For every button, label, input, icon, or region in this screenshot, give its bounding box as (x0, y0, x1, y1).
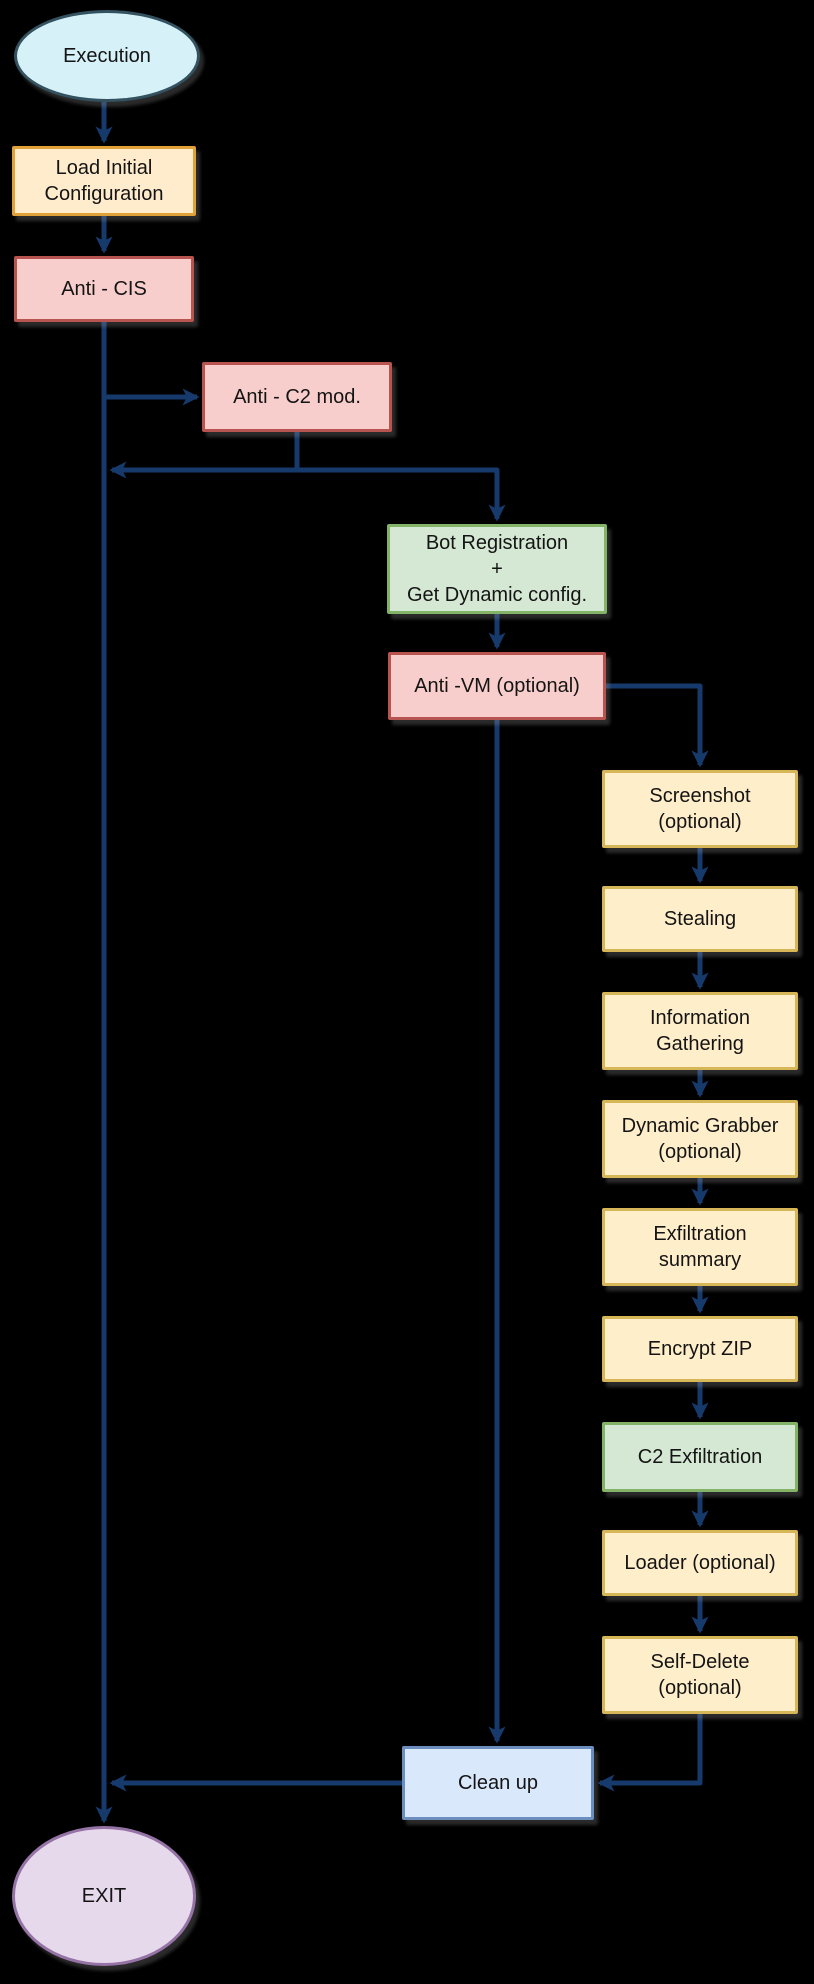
node-exit-label: EXIT (81, 1885, 127, 1907)
node-load-initial-configuration-label: Load Initial Configuration (44, 157, 164, 205)
node-dynamic-grabber: Dynamic Grabber (optional) (602, 1100, 798, 1178)
node-screenshot: Screenshot (optional) (602, 770, 798, 848)
node-stealing: Stealing (602, 886, 798, 952)
node-encrypt-zip-label: Encrypt ZIP (647, 1338, 753, 1360)
node-bot-registration-label: Bot Registration + Get Dynamic config. (406, 532, 588, 606)
node-anti-vm-label: Anti -VM (optional) (414, 675, 580, 697)
node-screenshot-label: Screenshot (optional) (649, 785, 751, 833)
edge-self-delete-to-clean-up (597, 1714, 703, 1792)
node-anti-c2-mod: Anti - C2 mod. (202, 362, 392, 432)
node-encrypt-zip: Encrypt ZIP (602, 1316, 798, 1382)
edge-anti-vm-to-screenshot (606, 683, 709, 768)
node-loader: Loader (optional) (602, 1530, 798, 1596)
node-information-gathering-label: Information Gathering (649, 1007, 751, 1055)
node-exfiltration-summary-label: Exfiltration summary (653, 1223, 747, 1271)
node-self-delete: Self-Delete (optional) (602, 1636, 798, 1714)
node-bot-registration: Bot Registration + Get Dynamic config. (387, 524, 607, 614)
node-clean-up-label: Clean up (457, 1772, 539, 1794)
node-loader-label: Loader (optional) (624, 1552, 776, 1574)
node-anti-c2-mod-label: Anti - C2 mod. (233, 386, 361, 408)
node-execution-label: Execution (63, 45, 151, 67)
node-clean-up: Clean up (402, 1746, 594, 1820)
node-anti-cis: Anti - CIS (14, 256, 194, 322)
node-dynamic-grabber-label: Dynamic Grabber (optional) (621, 1115, 779, 1163)
node-exit: EXIT (12, 1826, 196, 1966)
node-c2-exfiltration: C2 Exfiltration (602, 1422, 798, 1492)
node-execution: Execution (14, 10, 200, 102)
node-c2-exfiltration-label: C2 Exfiltration (637, 1446, 763, 1468)
node-self-delete-label: Self-Delete (optional) (650, 1651, 750, 1699)
node-exfiltration-summary: Exfiltration summary (602, 1208, 798, 1286)
node-anti-vm: Anti -VM (optional) (388, 652, 606, 720)
node-load-initial-configuration: Load Initial Configuration (12, 146, 196, 216)
node-stealing-label: Stealing (663, 908, 737, 930)
node-information-gathering: Information Gathering (602, 992, 798, 1070)
edge-junction-to-bot-registration (297, 467, 506, 522)
node-anti-cis-label: Anti - CIS (61, 278, 147, 300)
